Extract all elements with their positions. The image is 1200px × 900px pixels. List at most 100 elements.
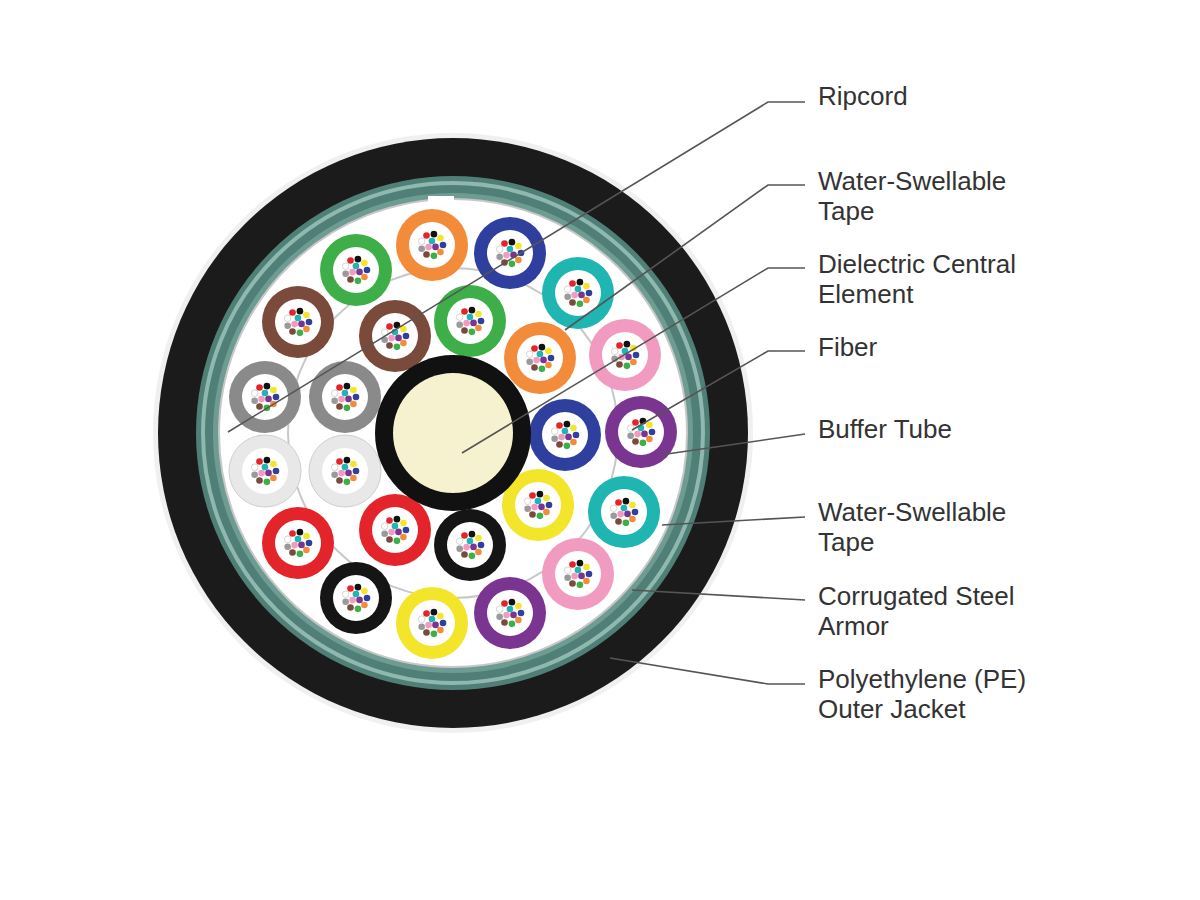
fiber-dot: [586, 290, 593, 297]
fiber-dot: [537, 491, 544, 498]
fiber-dot: [578, 292, 585, 299]
fiber-dot: [350, 475, 357, 482]
fiber-dot: [526, 358, 533, 365]
fiber-dot: [303, 326, 310, 333]
fiber-dot: [456, 538, 463, 545]
fiber-dot: [503, 612, 510, 619]
buffer-tube: [605, 396, 677, 468]
buffer-tube: [396, 587, 468, 659]
callout-label: Buffer Tube: [818, 415, 1053, 445]
fiber-dot: [418, 616, 425, 623]
tube-wall: [542, 538, 614, 610]
fiber-dot: [356, 269, 363, 276]
fiber-dot: [355, 278, 362, 285]
fiber-dot: [569, 561, 576, 568]
tube-interior: [322, 374, 368, 420]
fiber-dot: [256, 458, 263, 465]
tube-wall: [320, 234, 392, 306]
fiber-dot: [509, 599, 516, 606]
fiber-dot: [298, 321, 305, 328]
fiber-dot: [535, 498, 542, 505]
fiber-dot: [432, 622, 439, 629]
fiber-dot: [342, 591, 349, 598]
tube-wall: [474, 217, 546, 289]
fiber-dot: [437, 235, 444, 242]
fiber-dot: [509, 261, 516, 268]
fiber-dot: [621, 505, 628, 512]
buffer-tube: [229, 361, 301, 433]
fiber-dot: [386, 323, 393, 330]
fiber-dot: [575, 567, 582, 574]
fiber-dot: [345, 396, 352, 403]
fiber-dot: [610, 512, 617, 519]
tube-wall: [229, 435, 301, 507]
fiber-dot: [524, 505, 531, 512]
fiber-dot: [264, 383, 271, 390]
tube-wall: [434, 509, 506, 581]
fiber-dot: [265, 470, 272, 477]
fiber-dot: [630, 359, 637, 366]
fiber-dot: [437, 613, 444, 620]
fiber-dot: [297, 551, 304, 558]
tube-wall: [588, 476, 660, 548]
fiber-dot: [350, 401, 357, 408]
fiber-dot: [342, 598, 349, 605]
fiber-dot: [331, 471, 338, 478]
fiber-dot: [344, 479, 351, 486]
fiber-dot: [353, 468, 360, 475]
tube-wall: [309, 435, 381, 507]
buffer-tube: [320, 562, 392, 634]
callout-label: Water-Swellable Tape: [818, 167, 1053, 227]
armor-inner: [213, 193, 693, 673]
fiber-dot: [627, 432, 634, 439]
fiber-dot: [616, 342, 623, 349]
fiber-dot: [336, 403, 343, 410]
tube-wall: [605, 396, 677, 468]
fiber-dot: [571, 292, 578, 299]
fiber-dot: [641, 431, 648, 438]
fiber-dot: [616, 361, 623, 368]
buffer-tube: [229, 435, 301, 507]
fiber-dot: [575, 286, 582, 293]
fiber-dot: [395, 335, 402, 342]
fiber-dot: [510, 612, 517, 619]
fiber-dot: [429, 238, 436, 245]
fiber-dot: [577, 560, 584, 567]
tube-wall: [396, 587, 468, 659]
fiber-dot: [583, 283, 590, 290]
fiber-dot: [273, 468, 280, 475]
fiber-dot: [610, 505, 617, 512]
leader-line: [565, 185, 805, 330]
fiber-dot: [432, 244, 439, 251]
fiber-dot: [284, 543, 291, 550]
fiber-dot: [496, 613, 503, 620]
fiber-dot: [539, 344, 546, 351]
fiber-dot: [425, 244, 432, 251]
fiber-dot: [289, 328, 296, 335]
fiber-dot: [507, 606, 514, 613]
fiber-dot: [524, 498, 531, 505]
fiber-dot: [564, 421, 571, 428]
leader-line: [632, 351, 805, 430]
fiber-dot: [418, 623, 425, 630]
ripcord-notch: [428, 196, 454, 204]
fiber-dot: [258, 470, 265, 477]
fiber-dot: [264, 479, 271, 486]
fiber-dot: [623, 498, 630, 505]
fiber-dot: [264, 457, 271, 464]
fiber-dot: [558, 434, 565, 441]
fiber-dot: [284, 315, 291, 322]
leader-line: [662, 517, 805, 525]
callout-label: Ripcord: [818, 82, 1053, 112]
callout-label: Dielectric Central Element: [818, 250, 1053, 310]
fiber-dot: [543, 495, 550, 502]
fiber-dot: [515, 243, 522, 250]
fiber-dot: [431, 253, 438, 260]
tube-wall: [309, 361, 381, 433]
fiber-dot: [423, 629, 430, 636]
fiber-dot: [403, 333, 410, 340]
fiber-dot: [386, 536, 393, 543]
fiber-dot: [538, 504, 545, 511]
fiber-dot: [400, 534, 407, 541]
